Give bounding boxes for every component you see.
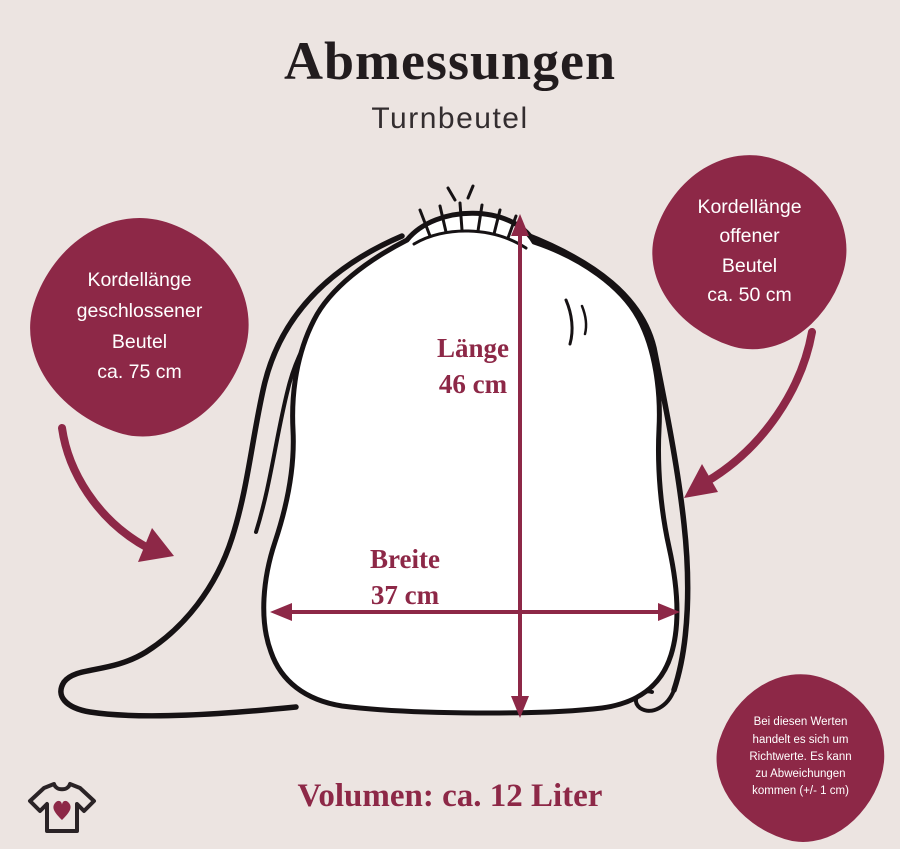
shirt-heart-logo xyxy=(28,782,96,833)
page-subtitle: Turnbeutel xyxy=(371,102,529,135)
badge-line: handelt es sich um xyxy=(752,733,849,746)
badge-line: Kordellänge xyxy=(697,196,802,218)
width-arrow xyxy=(270,603,680,621)
badge-line: Richtwerte. Es kann xyxy=(749,750,852,763)
badge-line: Beutel xyxy=(111,330,168,353)
badge-line: Bei diesen Werten xyxy=(753,716,848,729)
page-title: Abmessungen xyxy=(283,31,617,91)
length-label: Länge xyxy=(436,333,509,363)
badge-cord-open: Kordellänge offener Beutel ca. 50 cm xyxy=(659,161,840,342)
badge-line: geschlossener xyxy=(76,299,203,322)
width-label: Breite xyxy=(370,544,440,574)
length-value: 46 cm xyxy=(438,369,508,400)
badge-line: offener xyxy=(719,225,780,248)
length-arrow xyxy=(511,214,529,718)
bag-body xyxy=(261,184,680,716)
volume-text: Volumen: ca. 12 Liter xyxy=(297,778,603,814)
pointer-arrow-right xyxy=(684,328,816,498)
length-dimension-label: Länge 46 cm xyxy=(398,330,548,403)
badge-line: zu Abweichungen xyxy=(755,768,846,781)
crease-marks xyxy=(564,298,588,346)
badge-line: ca. 50 cm xyxy=(707,283,792,306)
badge-line: Beutel xyxy=(721,254,778,277)
badge-cord-closed: Kordellänge geschlossener Beutel ca. 75 … xyxy=(37,224,242,429)
pointer-arrow-left xyxy=(58,424,174,562)
width-value: 37 cm xyxy=(370,580,440,611)
width-dimension-label: Breite 37 cm xyxy=(330,541,480,614)
badge-line: Kordellänge xyxy=(87,268,192,291)
badge-disclaimer: Bei diesen Werten handelt es sich um Ric… xyxy=(723,680,878,835)
badge-line: ca. 75 cm xyxy=(97,361,182,384)
pleat-lines xyxy=(412,184,528,250)
badge-line: kommen (+/- 1 cm) xyxy=(752,785,849,798)
